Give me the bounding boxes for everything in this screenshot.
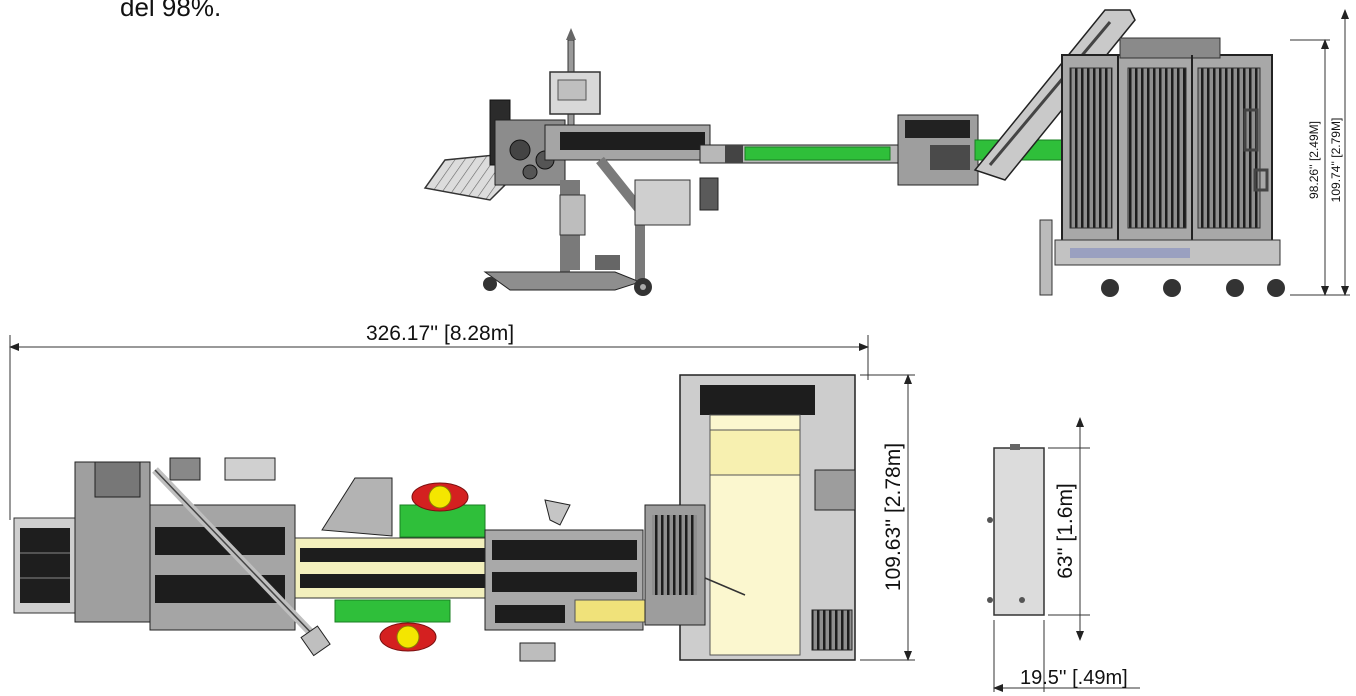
side-elevation-view [423,9,1285,297]
freezer-casters [1101,279,1285,297]
header-cut-text: del 98%. [120,0,222,22]
height-dimensions: 98.26'' [2.49M] 109.74'' [2.79M] [1290,9,1350,296]
plan-main-conveyor [294,537,496,599]
overall-length-label: 326.17'' [8.28m] [366,322,514,345]
height-outer-label: 109.74'' [2.79M] [1329,118,1343,203]
plan-view: 326.17'' [8.28m] [9,322,915,662]
control-panel [993,447,1045,616]
operator-upper [411,482,469,512]
green-belt-side [744,146,891,161]
panel-height-label: 63'' [1.6m] [1054,483,1077,579]
side-base [483,271,642,291]
plan-hopper [321,477,393,537]
panel-depth-label: 19.5'' [.49m] [1020,667,1128,689]
electrical-box [634,179,691,226]
green-station-lower [334,599,451,623]
operator-lower [379,622,437,652]
panel-view: 63'' [1.6m] 19.5'' [.49m] [987,417,1140,692]
height-inner-label: 98.26'' [2.49M] [1307,121,1321,199]
plan-width-label: 109.63'' [2.78m] [882,443,905,591]
